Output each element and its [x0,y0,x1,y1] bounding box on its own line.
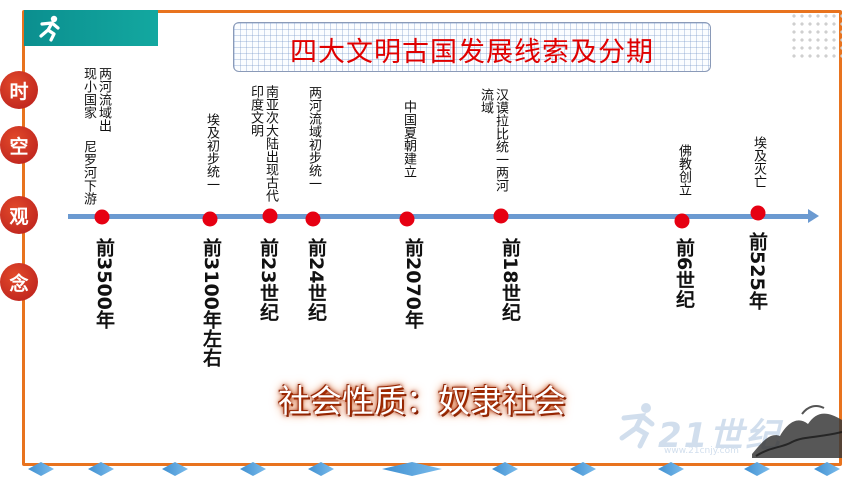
decor-diamond [814,462,840,476]
timeline-arrow-icon [808,209,819,223]
watermark-url: www.21cnjy.com [664,446,739,456]
date-label: 前3500年 [93,238,115,329]
decor-diamond [88,462,114,476]
event-label: 佛教创立 [676,144,691,196]
timeline-dot [305,211,321,227]
decor-diamond [658,462,684,476]
event-label: 埃及初步统一 [204,113,219,191]
decor-diamond [28,462,54,476]
decor-diamond [492,462,518,476]
event-label: 两河流域初步统一 [306,86,321,190]
side-label-char-2: 空 [0,126,38,164]
side-label-char-4: 念 [0,263,38,301]
decor-diamond [382,462,442,476]
timeline-dot [94,209,110,225]
event-label: 两河流域出现小国家 [81,67,111,132]
timeline-dot [399,211,415,227]
timeline-dot [493,208,509,224]
decor-diamond [162,462,188,476]
bottom-decoration [22,462,842,476]
date-label: 前18世纪 [499,238,521,322]
ink-landscape-icon [752,405,842,458]
side-label-char-1: 时 [0,71,38,109]
timeline-dot [750,205,766,221]
title-scroll: 四大文明古国发展线索及分期 [233,22,711,72]
decor-diamond [744,462,770,476]
society-nature-text: 社会性质：奴隶社会 [278,382,567,420]
date-label: 前23世纪 [257,238,279,322]
dot-pattern-decoration [790,12,842,58]
event-label-secondary: 尼罗河下游 [81,140,96,205]
decor-diamond [570,462,596,476]
side-label-char-3: 观 [0,196,38,234]
watermark-runner-icon [619,403,655,449]
page-frame [22,10,842,466]
event-label: 南亚次大陆出现古代印度文明 [248,85,278,202]
date-label: 前6世纪 [673,238,695,309]
date-label: 前2070年 [402,238,424,329]
date-label: 前525年 [746,232,768,310]
event-label: 埃及灭亡 [751,136,766,188]
date-label: 前24世纪 [305,238,327,322]
timeline-dot [262,208,278,224]
decor-diamond [308,462,334,476]
timeline-dot [674,213,690,229]
logo-badge [24,10,158,46]
timeline-axis [68,214,810,219]
event-label: 汉谟拉比统一两河流域 [478,88,508,192]
event-label: 中国夏朝建立 [401,100,416,178]
decor-diamond [240,462,266,476]
timeline-dot [202,211,218,227]
running-figure-icon [39,15,60,42]
page-title: 四大文明古国发展线索及分期 [290,37,654,68]
date-label: 前3100年左右 [200,238,222,367]
